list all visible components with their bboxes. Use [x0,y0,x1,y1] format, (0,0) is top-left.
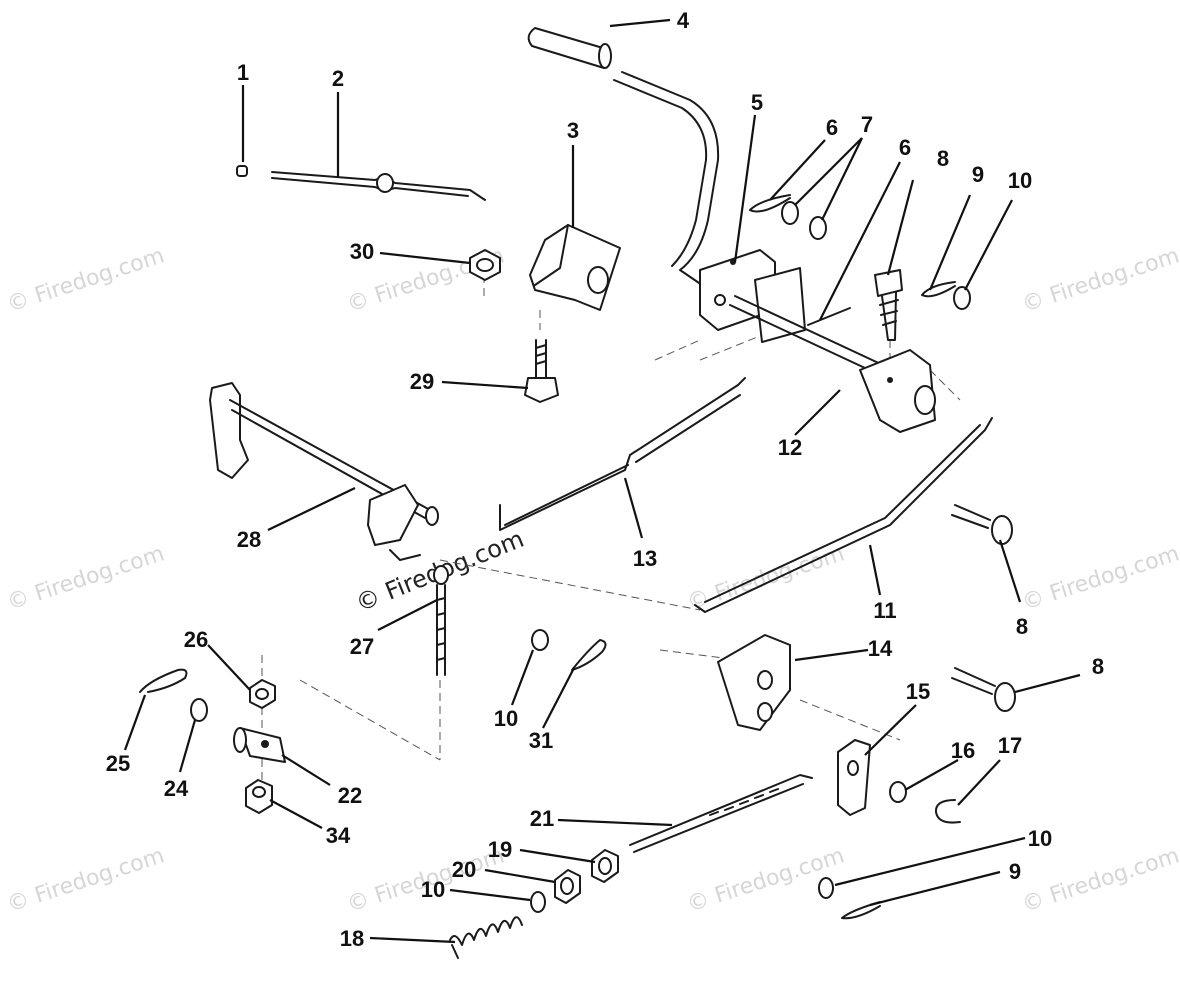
callout-9b: 9 [1009,859,1021,884]
bolt-top [874,269,903,341]
watermark-text: © Firedog.com [4,843,167,917]
lever-handle-grip [527,27,612,69]
nut-26 [249,679,276,709]
callout-1: 1 [237,60,249,85]
callout-8b: 8 [1016,614,1028,639]
bolt-29 [524,339,559,403]
nut-19 [591,849,619,883]
eye-bolt [433,565,449,676]
callout-3: 3 [567,118,579,143]
callout-10a: 10 [1008,168,1032,193]
callout-8c: 8 [1092,654,1104,679]
callout-13: 13 [633,546,657,571]
nut-20 [554,869,581,904]
callout-30: 30 [350,239,374,264]
bolt-right-lower [951,667,1016,712]
callout-8a: 8 [937,146,949,171]
callout-4: 4 [677,8,690,33]
swivel-22 [233,727,286,763]
callout-7: 7 [861,112,873,137]
callout-2: 2 [332,66,344,91]
hair-pin-25 [139,668,188,693]
watermarks: © Firedog.com © Firedog.com © Firedog.co… [4,243,1180,917]
lift-link-rod [499,377,746,531]
callout-labels: 1 2 3 4 5 6 7 6 8 9 10 30 29 12 28 13 11… [106,8,1104,951]
callout-6b: 6 [899,135,911,160]
watermark-text: © Firedog.com [684,541,847,615]
callout-14: 14 [868,636,893,661]
lift-rod-11 [694,417,993,613]
bracket-14 [717,634,791,731]
callout-28: 28 [237,527,261,552]
callout-11: 11 [873,598,896,623]
callout-24: 24 [164,776,189,801]
callout-31: 31 [529,728,553,753]
callout-15: 15 [906,679,930,704]
bolt-right-upper [951,504,1013,545]
callout-20: 20 [452,857,476,882]
washer-10 [530,891,546,913]
watermark-text: © Firedog.com [4,541,167,615]
callout-22: 22 [338,783,362,808]
watermark-text: © Firedog.com [1019,243,1180,317]
washer-bottom [818,877,834,899]
callout-16: 16 [951,738,975,763]
callout-34: 34 [326,823,351,848]
nut-34 [245,779,273,814]
callout-6a: 6 [826,115,838,140]
leader-lines [123,18,1081,944]
small-hardware [749,194,971,326]
callout-19: 19 [488,837,512,862]
callout-5: 5 [751,90,763,115]
callout-27: 27 [350,634,374,659]
watermark-text: © Firedog.com [4,243,167,317]
threaded-rod-21 [629,774,813,853]
plate-15 [837,739,871,816]
rear-cross-shaft [209,382,439,561]
callout-25: 25 [106,751,130,776]
callout-9a: 9 [972,162,984,187]
washer-center [531,629,549,651]
watermark-text: © Firedog.com [1019,541,1180,615]
callout-21: 21 [530,806,554,831]
washer-24 [190,698,208,722]
hex-nut-30 [469,249,501,281]
washer-16 [889,781,907,803]
spring-18 [449,916,523,959]
hair-pin-31 [571,639,607,671]
callout-29: 29 [410,369,434,394]
callout-12: 12 [778,435,802,460]
callout-10b: 10 [494,706,518,731]
e-clip-17 [934,799,961,824]
callout-10c: 10 [421,877,445,902]
pin-and-rod [236,165,486,201]
watermark-text: © Firedog.com [1019,843,1180,917]
callout-26: 26 [184,627,208,652]
bracket [529,224,621,311]
callout-17: 17 [998,733,1022,758]
callout-10d: 10 [1028,826,1052,851]
lift-lever [613,71,806,343]
callout-18: 18 [340,926,364,951]
cross-shaft [729,295,936,433]
